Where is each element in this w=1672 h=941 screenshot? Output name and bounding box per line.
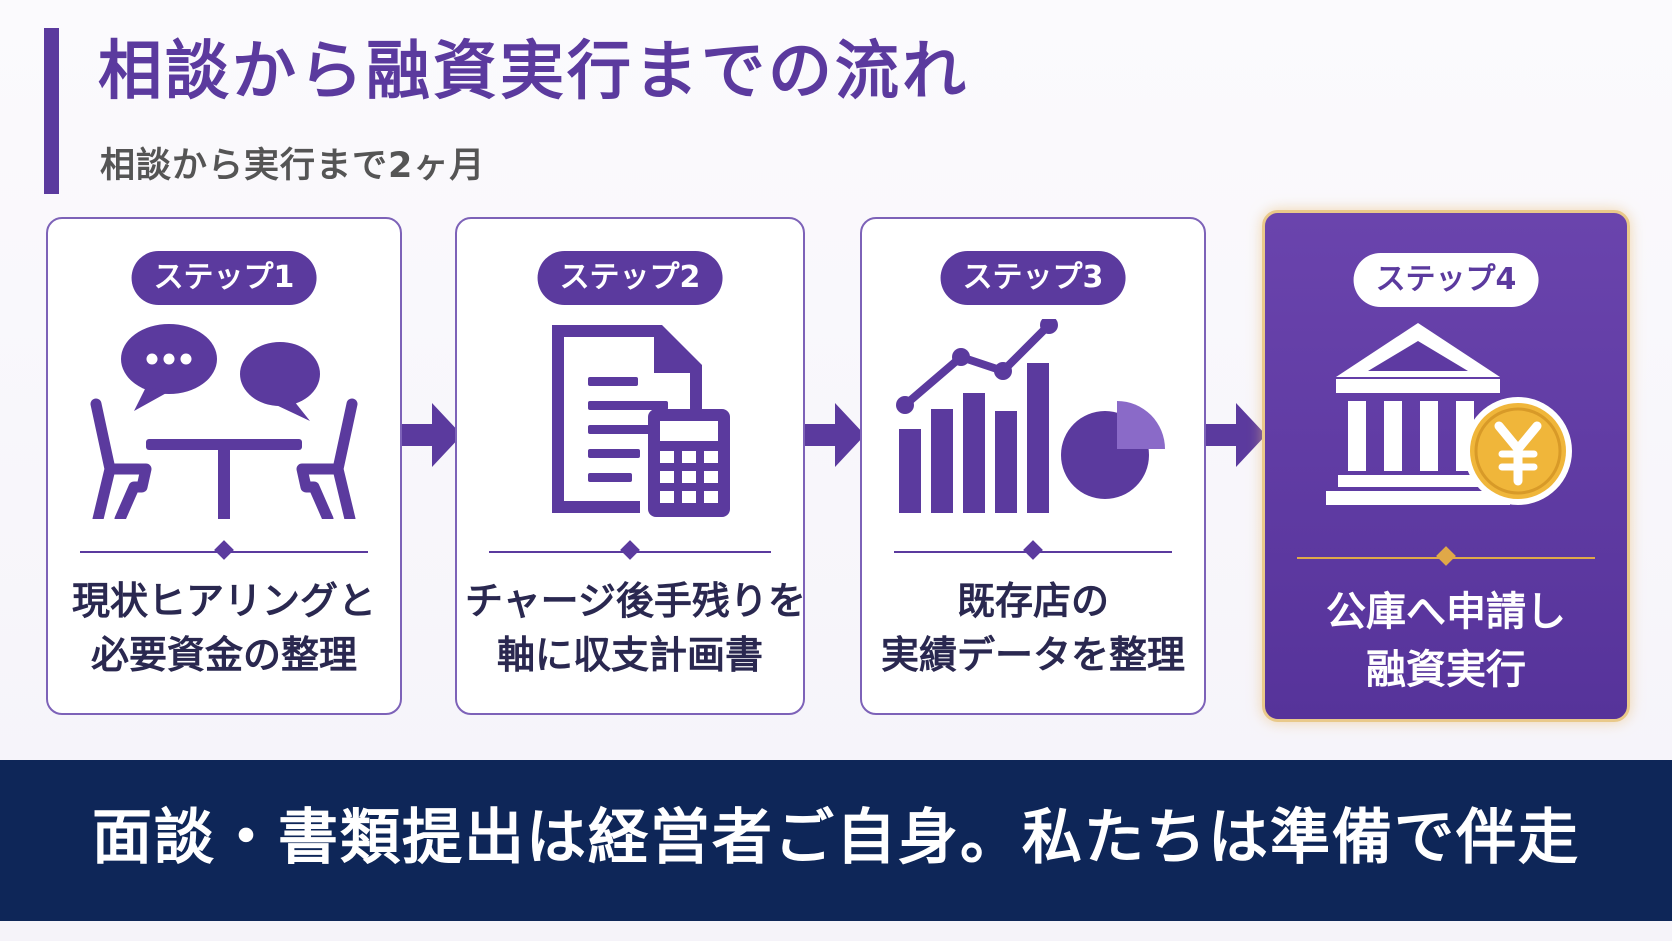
step-badge-1: ステップ1 [131, 251, 317, 305]
page-subtitle: 相談から実行まで2ヶ月 [100, 146, 486, 186]
step-divider-1 [80, 540, 368, 560]
step-badge-2: ステップ2 [537, 251, 723, 305]
step-description-1: 現状ヒアリングと 必要資金の整理 [71, 579, 376, 677]
meeting-icon [90, 324, 358, 519]
header-accent-bar [44, 28, 59, 194]
flow-arrow-3 [1206, 403, 1266, 467]
step-divider-2 [489, 540, 771, 560]
step-divider-3 [894, 540, 1172, 560]
step-divider-4 [1297, 546, 1595, 566]
step-card-1: ステップ1 現状ヒアリングと 必要資金の整理 [46, 217, 402, 715]
step-badge-4: ステップ4 [1353, 253, 1539, 307]
footer-message: 面談・書類提出は経営者ご自身。私たちは準備で伴走 [92, 803, 1580, 873]
step-description-2: チャージ後手残りを 軸に収支計画書 [465, 579, 806, 677]
page-title: 相談から融資実行までの流れ [98, 35, 969, 109]
step-card-2: ステップ2 チャージ後手残りを 軸に収支計画書 [455, 217, 806, 715]
step-card-4: ステップ4 公庫へ申請し 融資実行 [1262, 210, 1630, 722]
step-card-3: ステップ3 既存店の 実績データを整理 [860, 217, 1206, 715]
document-calculator-icon [552, 325, 730, 517]
bank-yen-icon [1326, 323, 1572, 505]
chart-icon [896, 319, 1165, 513]
footer-banner: 面談・書類提出は経営者ご自身。私たちは準備で伴走 [0, 760, 1672, 921]
step-badge-3: ステップ3 [940, 251, 1126, 305]
flow-arrow-2 [805, 403, 865, 467]
step-description-3: 既存店の 実績データを整理 [880, 579, 1185, 677]
flow-arrow-1 [402, 403, 462, 467]
step-description-4: 公庫へ申請し 融資実行 [1326, 589, 1566, 693]
